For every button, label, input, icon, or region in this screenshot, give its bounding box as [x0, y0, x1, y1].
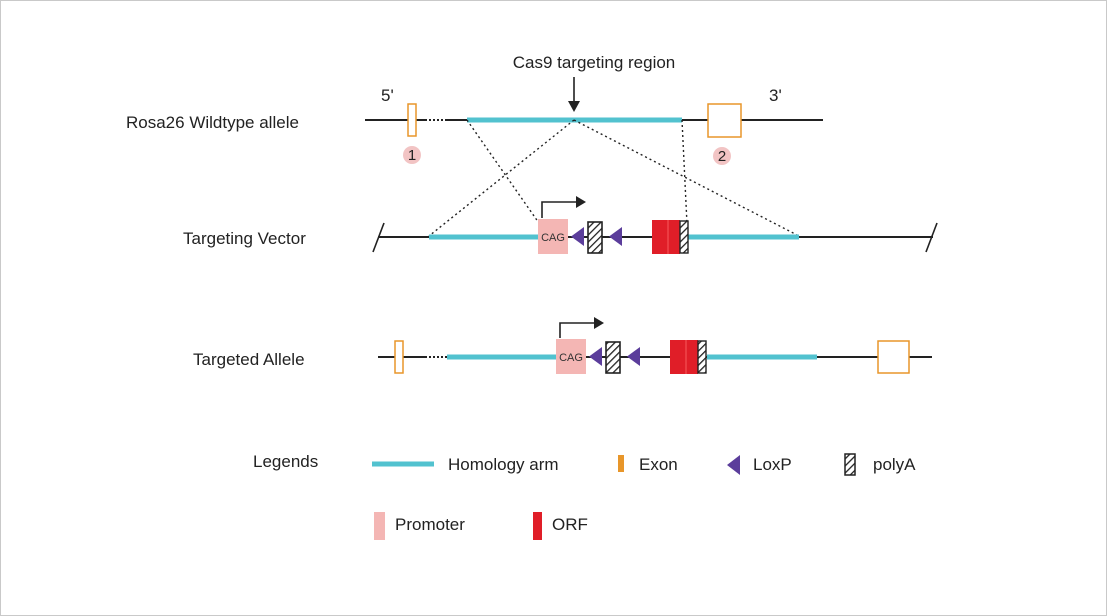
vector-break-right [925, 222, 938, 253]
legend-orf-label: ORF [552, 515, 588, 534]
targeted-loxp-2 [627, 347, 640, 366]
five-prime-label: 5' [381, 86, 394, 105]
targeted-exon-1 [394, 340, 404, 374]
vector-loxp-1 [571, 227, 584, 246]
targeted-orf [670, 340, 698, 374]
cas9-arrow-head [568, 101, 580, 112]
exon-1-number: 1 [408, 147, 416, 164]
exon-2-number-badge [713, 147, 731, 165]
wildtype-exon-1 [407, 103, 417, 137]
vector-label: Targeting Vector [183, 229, 306, 248]
targeted-polya-1 [605, 341, 621, 374]
legend-homology-arm-label: Homology arm [448, 455, 559, 474]
wildtype-label: Rosa26 Wildtype allele [126, 113, 299, 132]
exon-2-number: 2 [718, 148, 726, 165]
legend-orf-swatch [533, 512, 542, 540]
legend-loxp-swatch [727, 455, 740, 475]
legend-polya-swatch [844, 453, 856, 476]
legend-exon-swatch [618, 455, 624, 472]
legend-promoter-swatch [374, 512, 385, 540]
targeted-polya-2 [697, 340, 707, 374]
vector-cag-promoter [538, 219, 568, 254]
legend-title: Legends [253, 452, 318, 471]
targeted-loxp-1 [589, 347, 602, 366]
exon-1-number-badge [403, 146, 421, 164]
targeted-promoter-arrowhead [594, 317, 604, 329]
targeted-exon-2 [877, 340, 910, 374]
targeted-promoter-arrow [559, 322, 596, 338]
vector-polya-2 [679, 220, 689, 254]
vector-promoter-arrow [541, 201, 578, 218]
vector-orf [652, 220, 680, 254]
crossover-lines [428, 119, 800, 237]
vector-cag-label: CAG [541, 232, 565, 244]
vector-promoter-arrowhead [576, 196, 586, 208]
targeted-cag-label: CAG [559, 352, 583, 364]
cas9-label: Cas9 targeting region [513, 53, 676, 72]
legend-loxp-label: LoxP [753, 455, 792, 474]
targeted-cag-promoter [556, 339, 586, 374]
legend-polya-label: polyA [873, 455, 916, 474]
legend-exon-label: Exon [639, 455, 678, 474]
wildtype-exon-2 [707, 103, 742, 138]
vector-loxp-2 [609, 227, 622, 246]
vector-polya-1 [587, 221, 603, 254]
legend-promoter-label: Promoter [395, 515, 465, 534]
targeted-label: Targeted Allele [193, 350, 305, 369]
three-prime-label: 3' [769, 86, 782, 105]
